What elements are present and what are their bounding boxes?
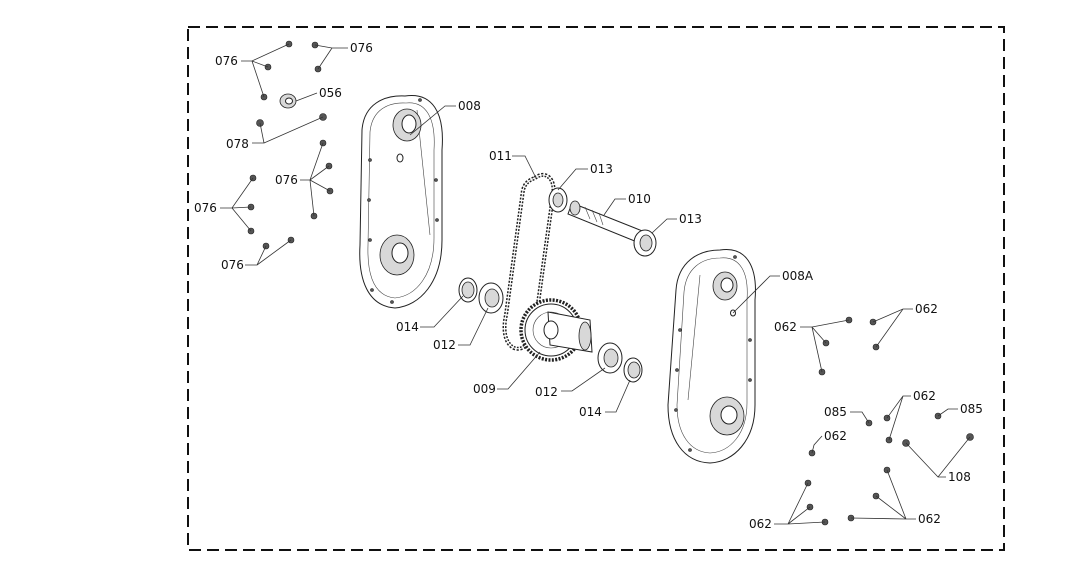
label-085-right: 085 bbox=[960, 402, 983, 416]
label-014-left: 014 bbox=[396, 320, 419, 334]
label-062-cluster-right: 062 bbox=[915, 302, 938, 316]
bearing-013-upper bbox=[548, 187, 568, 213]
label-012-right: 012 bbox=[535, 385, 558, 399]
label-062-bottom-left: 062 bbox=[749, 517, 772, 531]
drive-chain-011 bbox=[502, 172, 556, 351]
bearing-013-lower bbox=[633, 229, 657, 257]
label-014-right: 014 bbox=[579, 405, 602, 419]
label-062-cluster-left: 062 bbox=[774, 320, 797, 334]
label-108: 108 bbox=[948, 470, 971, 484]
label-085-left: 085 bbox=[824, 405, 847, 419]
sprocket-shaft-009 bbox=[519, 298, 593, 362]
seal-014-right bbox=[623, 357, 643, 383]
hardware-left bbox=[247, 40, 334, 250]
label-012-left: 012 bbox=[433, 338, 456, 352]
bearing-012-right bbox=[597, 342, 623, 374]
chain-case-cover-008 bbox=[359, 95, 443, 309]
seal-014-left bbox=[458, 277, 478, 303]
chain-case-cover-008a bbox=[667, 249, 756, 464]
shaft-010 bbox=[567, 200, 646, 245]
label-076-mid: 076 bbox=[275, 173, 298, 187]
label-062-bottom-right: 062 bbox=[918, 512, 941, 526]
label-008: 008 bbox=[458, 99, 481, 113]
label-010: 010 bbox=[628, 192, 651, 206]
label-013-upper: 013 bbox=[590, 162, 613, 176]
leader-lines bbox=[220, 43, 971, 525]
label-011: 011 bbox=[489, 149, 512, 163]
hardware-right bbox=[804, 316, 974, 526]
dashed-frame bbox=[187, 26, 1005, 551]
label-076-left: 076 bbox=[194, 201, 217, 215]
label-013-lower: 013 bbox=[679, 212, 702, 226]
label-062-middle: 062 bbox=[913, 389, 936, 403]
label-076-bottom: 076 bbox=[221, 258, 244, 272]
label-056: 056 bbox=[319, 86, 342, 100]
label-076-top-left: 076 bbox=[215, 54, 238, 68]
label-062-small: 062 bbox=[824, 429, 847, 443]
label-076-top: 076 bbox=[350, 41, 373, 55]
label-078: 078 bbox=[226, 137, 249, 151]
bearing-012-left bbox=[478, 282, 504, 314]
callout-labels: 076 076 056 078 076 076 076 008 011 013 … bbox=[194, 41, 983, 531]
label-008a: 008A bbox=[782, 269, 814, 283]
label-009: 009 bbox=[473, 382, 496, 396]
